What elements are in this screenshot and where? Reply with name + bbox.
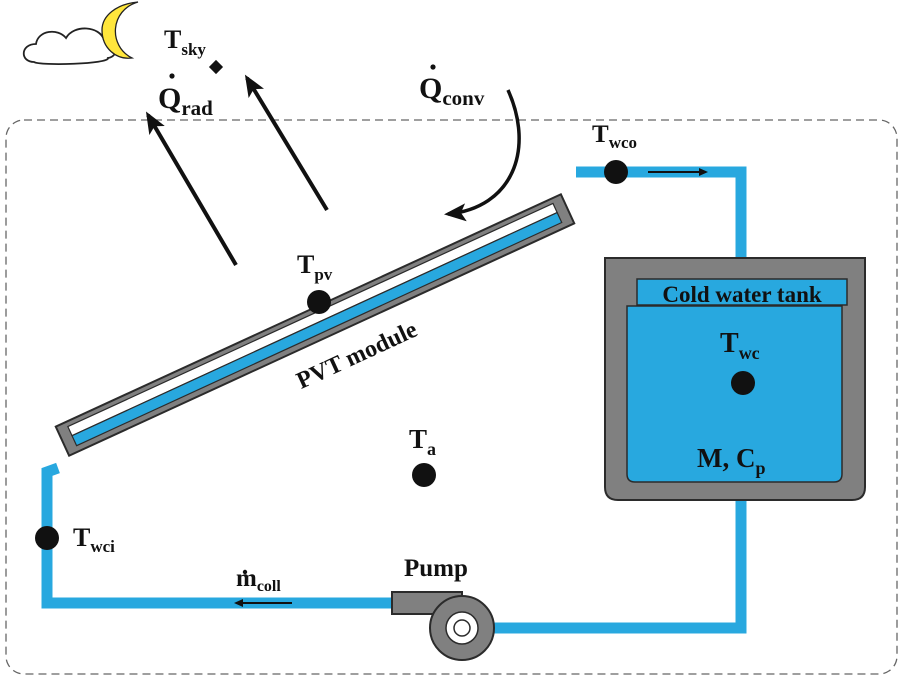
convection-arrow [444,89,521,222]
pump-icon [391,591,495,661]
ambient-temperature-node [412,463,436,487]
sky-temperature-node [208,59,224,75]
q-conv-label: Qconv [419,72,485,110]
m-coll-label: mcoll [236,565,281,595]
pipe-tank-to-pump [490,500,747,634]
radiation-arrow-right [244,74,329,212]
t-wci-label: Twci [73,523,115,556]
pv-temperature-node [307,290,331,314]
pvt-module [54,192,576,458]
t-wco-label: Twco [592,121,637,152]
q-rad-label: Qrad [158,82,213,120]
t-pv-label: Tpv [297,250,333,284]
t-wc-label: Twc [720,328,760,363]
pipe-to-tank [576,166,747,258]
tank-title: Cold water tank [662,282,822,307]
inlet-temperature-node [35,526,59,550]
m-cp-label: M, Cp [697,443,766,478]
radiation-arrow-left [145,111,238,267]
q-conv-dot [430,64,436,70]
pump-label: Pump [404,555,468,582]
cloud-icon [22,27,117,65]
moon-icon [101,1,139,59]
t-a-label: Ta [409,424,436,459]
q-rad-dot [169,73,175,79]
tank-temperature-node [731,371,755,395]
pipe-pump-to-collector [41,462,396,609]
outlet-temperature-node [604,160,628,184]
t-sky-label: Tsky [164,25,206,59]
m-coll-dot [242,569,248,575]
